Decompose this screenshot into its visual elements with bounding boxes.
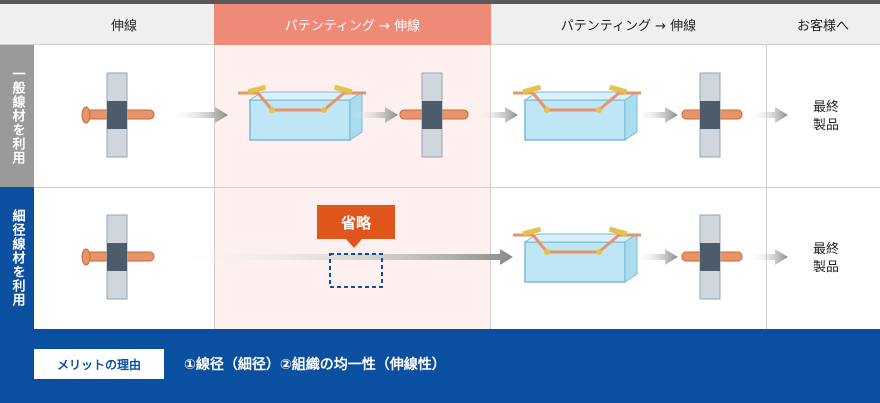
arrow-right-icon bbox=[475, 107, 518, 123]
arrow-right-icon bbox=[750, 107, 788, 123]
long-arrow-right-icon bbox=[170, 249, 513, 265]
final-product-row1-line1: 最終 bbox=[812, 100, 839, 115]
drawing-die-icon bbox=[699, 72, 721, 158]
final-product-row1-line2: 製品 bbox=[812, 118, 839, 133]
patenting-tank-icon bbox=[511, 225, 643, 284]
final-product-row2-line1: 最終 bbox=[812, 242, 839, 257]
arrow-right-icon bbox=[635, 249, 678, 265]
omitted-callout-pointer bbox=[346, 239, 362, 248]
row1-process bbox=[81, 72, 788, 158]
top-border bbox=[0, 0, 880, 4]
row-label-fine-wire-text: 細径線材を利用 bbox=[9, 209, 25, 307]
row-label-general-wire-text: 一般線材を利用 bbox=[9, 67, 25, 165]
merit-reason-button[interactable]: メリットの理由 bbox=[34, 349, 164, 379]
drawing-die-icon bbox=[106, 214, 128, 300]
row-divider bbox=[34, 187, 880, 188]
final-product-row1: 最終 製品 bbox=[796, 99, 856, 135]
row-label-general-wire: 一般線材を利用 bbox=[0, 45, 34, 187]
header-to-customer: お客様へ bbox=[796, 19, 849, 34]
row2-process bbox=[81, 214, 788, 300]
patenting-tank-icon bbox=[236, 83, 368, 142]
row-label-fine-wire: 細径線材を利用 bbox=[0, 187, 34, 329]
patenting-tank-icon bbox=[511, 83, 643, 142]
arrow-right-icon bbox=[635, 107, 678, 123]
arrow-right-icon bbox=[750, 249, 788, 265]
final-product-row2: 最終 製品 bbox=[796, 241, 856, 277]
arrow-right-icon bbox=[170, 107, 228, 123]
drawing-die-icon bbox=[106, 72, 128, 158]
header-patenting-drawing-1: パテンティング → 伸線 bbox=[214, 4, 491, 45]
header-patenting-drawing-2: パテンティング → 伸線 bbox=[560, 19, 697, 34]
drawing-die-icon bbox=[699, 214, 721, 300]
final-product-row2-line2: 製品 bbox=[812, 260, 839, 275]
drawing-die-icon bbox=[421, 72, 443, 158]
process-header: 伸線 パテンティング → 伸線 パテンティング → 伸線 お客様へ bbox=[0, 4, 880, 45]
omitted-callout: 省略 bbox=[317, 205, 395, 239]
arrow-right-icon bbox=[350, 107, 398, 123]
merit-reason-text: ①線径（細径）②組織の均一性（伸線性） bbox=[184, 357, 446, 373]
header-drawing: 伸線 bbox=[110, 19, 137, 34]
